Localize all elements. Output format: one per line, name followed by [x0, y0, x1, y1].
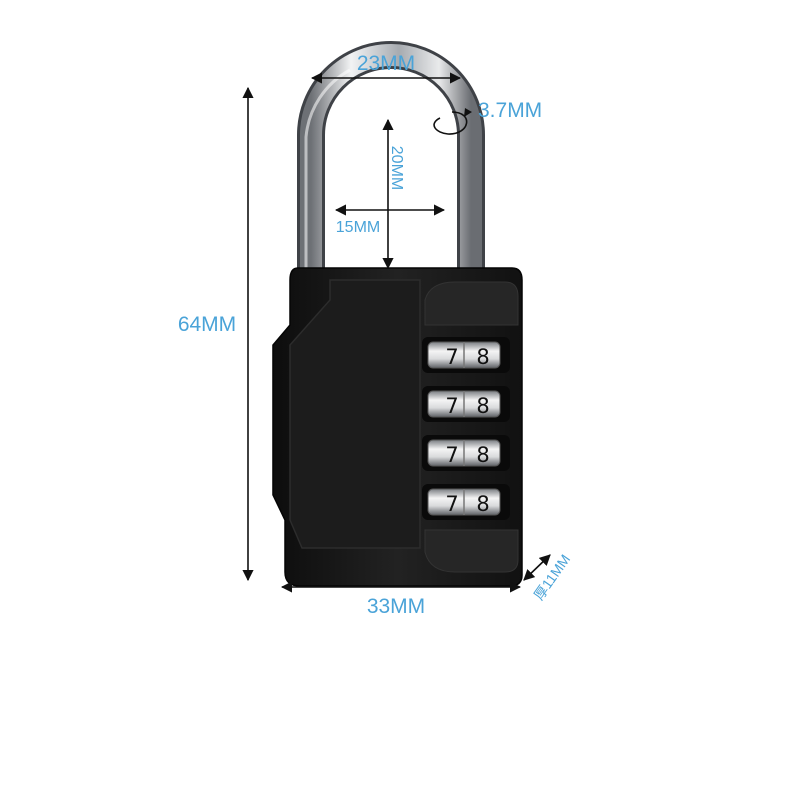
combination-dials: 7 8 7 8 7 8 7 8 — [422, 337, 510, 520]
label-thickness: 厚11MM — [530, 551, 573, 603]
arrow-thickness — [523, 554, 551, 581]
dial-3[interactable]: 7 8 — [422, 435, 510, 471]
dial-2-digit-b: 8 — [476, 394, 489, 418]
label-shackle-inner: 15MM — [336, 219, 380, 236]
dimension-arrows — [242, 72, 551, 593]
label-shackle-diameter: 3.7MM — [478, 99, 542, 122]
dial-1[interactable]: 7 8 — [422, 337, 510, 373]
label-shackle-height: 20MM — [388, 146, 405, 190]
dial-2-digit-a: 7 — [445, 394, 458, 418]
dial-4-digit-a: 7 — [445, 492, 458, 516]
lock-body — [272, 267, 523, 587]
dial-3-digit-b: 8 — [476, 443, 489, 467]
label-body-width: 33MM — [367, 595, 425, 618]
dial-3-digit-a: 7 — [445, 443, 458, 467]
label-total-height: 64MM — [178, 313, 236, 336]
dial-1-digit-a: 7 — [445, 345, 458, 369]
label-shackle-width: 23MM — [357, 52, 415, 75]
dial-1-digit-b: 8 — [476, 345, 489, 369]
dial-2[interactable]: 7 8 — [422, 386, 510, 422]
dial-4[interactable]: 7 8 — [422, 484, 510, 520]
dial-4-digit-b: 8 — [476, 492, 489, 516]
